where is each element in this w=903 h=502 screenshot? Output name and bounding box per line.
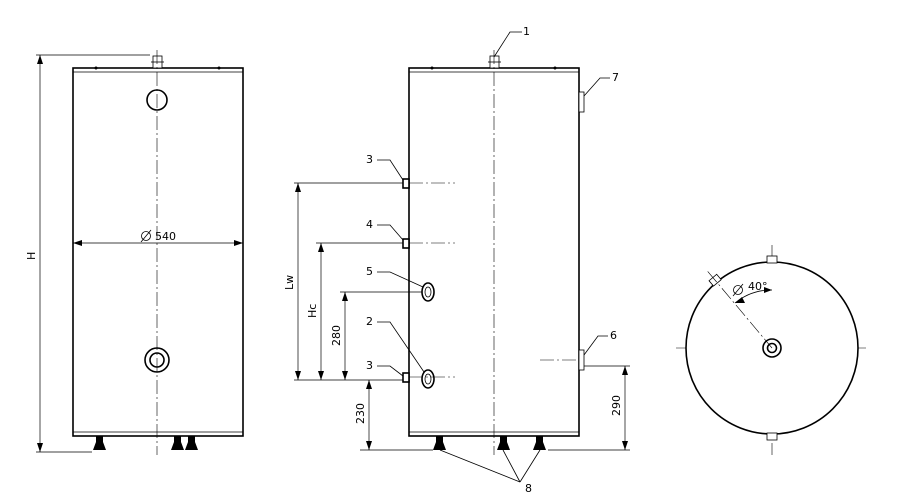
front-view: 540 H [25,50,244,455]
side-sensor-2 [421,369,435,389]
side-sensor-5 [421,282,435,302]
callouts: 1 7 3 4 5 2 3 6 8 [366,25,619,495]
side-feet [433,436,546,450]
front-feet [93,436,198,450]
callout-2: 2 [366,315,373,328]
callout-6: 6 [610,329,617,342]
callout-5: 5 [366,265,373,278]
top-view: 40° [676,245,868,455]
side-anode-fitting [578,91,585,113]
callout-8: 8 [525,482,532,495]
diameter-symbol-icon [732,283,744,297]
top-center-fitting-outer [762,338,782,358]
callout-4: 4 [366,218,373,231]
top-angle-label: 40° [748,280,768,293]
front-diameter-label: 540 [155,230,176,243]
side-view: Lw Hc 280 230 290 1 7 3 4 5 [283,25,630,495]
front-tank-body [72,67,244,437]
callout-3-upper: 3 [366,153,373,166]
front-height-label: H [25,252,38,260]
d230-label: 230 [354,403,367,424]
top-center-fitting-inner [766,342,778,354]
callout-7: 7 [612,71,619,84]
callout-1: 1 [523,25,530,38]
d280-label: 280 [330,325,343,346]
d290-label: 290 [610,395,623,416]
side-drain-fitting [578,349,585,371]
hc-label: Hc [306,304,319,318]
callout-3-lower: 3 [366,359,373,372]
side-nozzle-4 [402,238,410,249]
lw-label: Lw [283,275,296,290]
side-nozzle-3-upper [402,178,410,189]
side-nozzle-3-lower [402,372,410,383]
diameter-symbol-icon [140,229,152,243]
